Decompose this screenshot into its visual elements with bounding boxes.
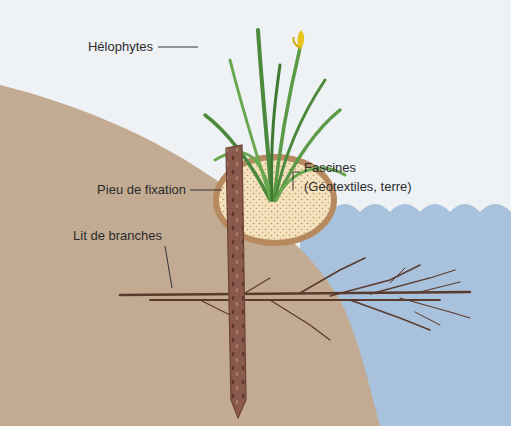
fascine-label: Fascines (Géotextiles, terre) [304,158,429,196]
stake-label: Pieu de fixation [97,180,186,199]
bank-soil [0,85,380,426]
branch-bed [120,258,470,340]
iris-flower [293,30,304,50]
branch-label: Lit de branches [73,226,162,245]
leader-lines [158,47,300,288]
fixation-stake [226,145,246,418]
plant-label: Hélophytes [88,37,153,56]
